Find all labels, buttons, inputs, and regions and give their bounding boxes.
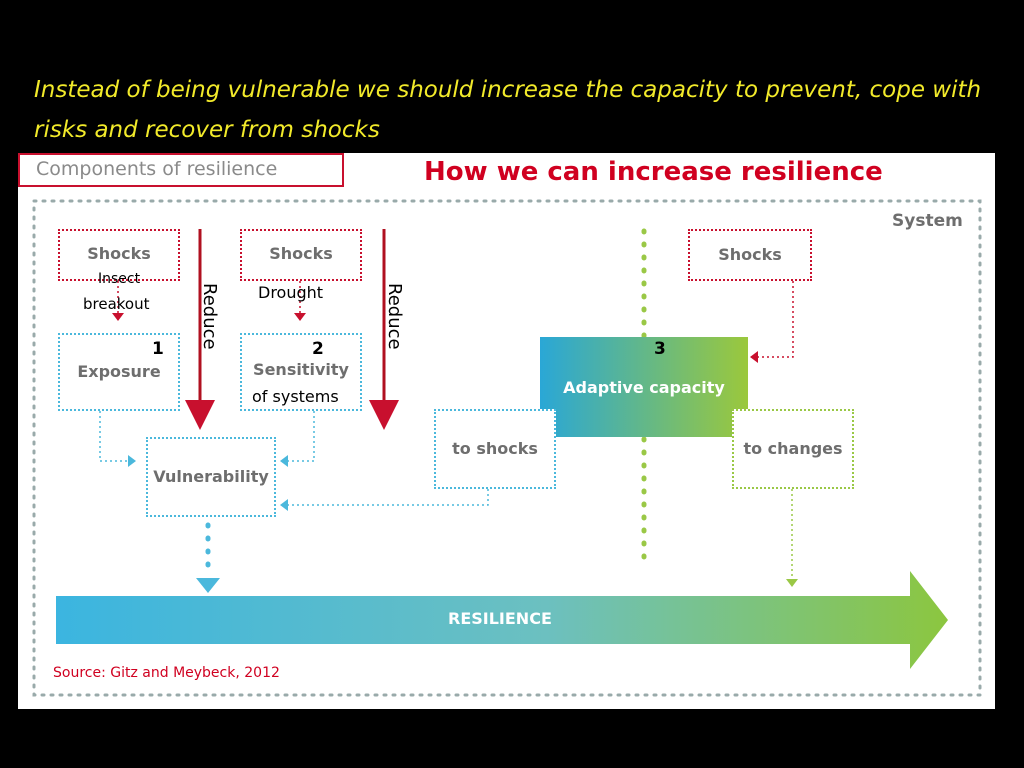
number-2: 2 [312,339,324,359]
headline-text: Instead of being vulnerable we should in… [34,77,982,143]
components-title: Components of resilience [36,158,278,180]
vulnerability-box: Vulnerability [146,437,276,517]
arrow-sensitivity-vulnerability [286,411,315,462]
exposure-box: Exposure [58,333,180,411]
resilience-label: RESILIENCE [448,609,552,628]
of-systems-label: of systems [250,387,341,406]
number-1: 1 [152,339,164,359]
shocks-box-2: Shocks [240,229,362,281]
components-title-box: Components of resilience [18,153,344,187]
shocks-box-1: Shocks [58,229,180,281]
number-3: 3 [654,339,666,359]
source-citation: Source: Gitz and Meybeck, 2012 [53,665,280,681]
insect-label: Insect [98,271,141,287]
adaptive-capacity-box: Adaptive capacity [540,337,748,437]
arrow-shock3-adaptive [758,281,794,358]
to-changes-box: to changes [732,409,854,489]
how-title: How we can increase resilience [424,157,883,187]
diagram-graphics [32,199,982,697]
to-shocks-box: to shocks [434,409,556,489]
reduce-label-1: Reduce [199,283,220,350]
shocks-box-3: Shocks [688,229,812,281]
diagram-panel: Components of resilience How we can incr… [18,153,995,709]
arrow-exposure-vulnerability [99,411,130,462]
system-label: System [892,211,963,231]
resilience-arrow [56,571,948,669]
drought-label: Drought [258,283,324,302]
reduce-label-2: Reduce [384,283,405,350]
breakout-label: breakout [83,295,150,313]
arrow-toshocks-vulnerability [286,489,489,506]
